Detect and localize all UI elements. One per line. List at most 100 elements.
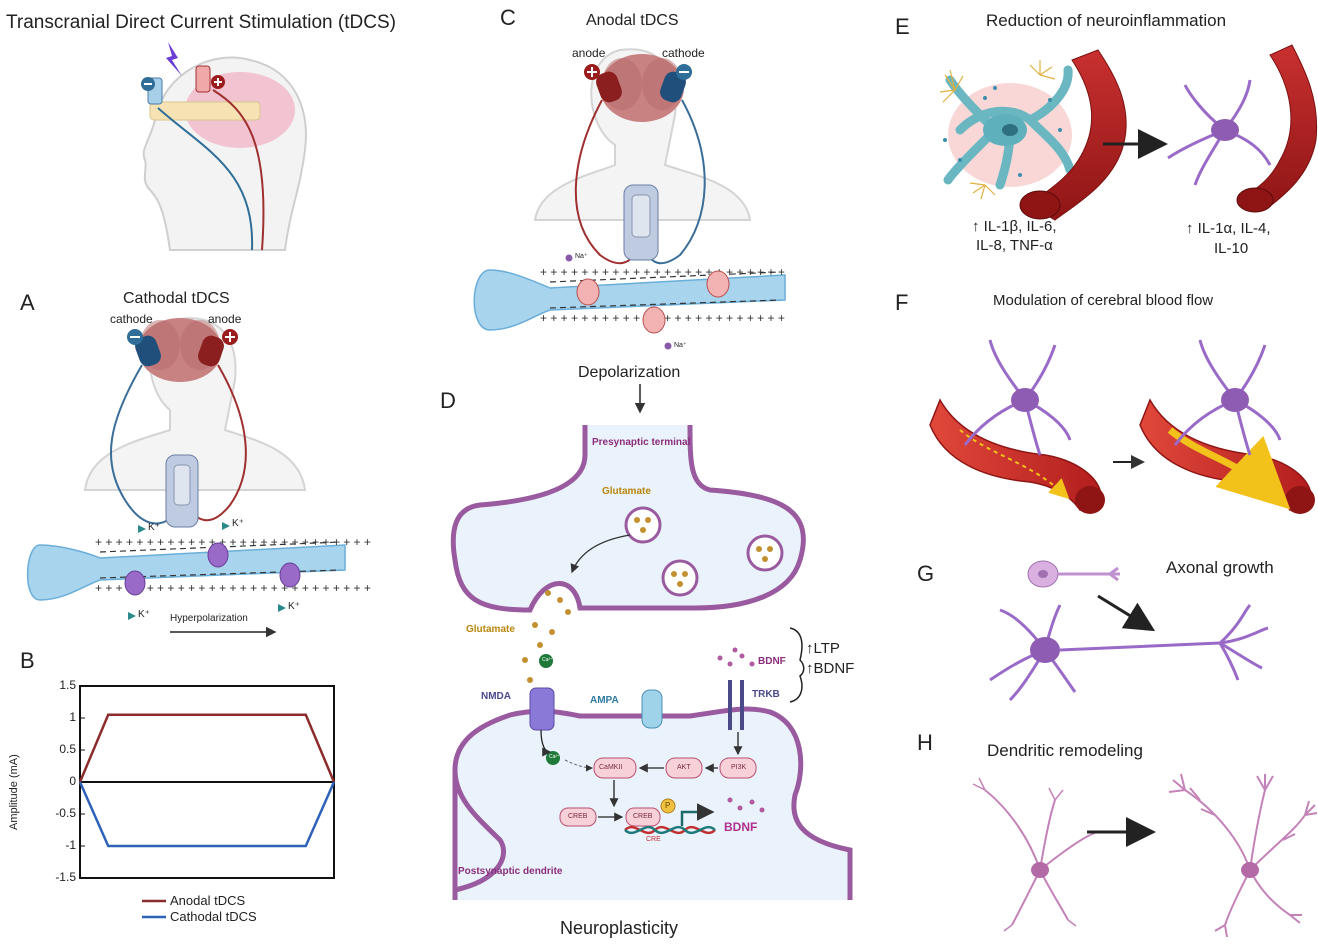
na-channel-3 (642, 306, 666, 334)
panel-c-process-label: Depolarization (578, 364, 681, 381)
dendrites-before (984, 789, 1091, 926)
panel-e-left-line1: ↑ IL-1β, IL-6, (972, 218, 1057, 235)
panel-a-ion-label-2: K⁺ (232, 518, 244, 529)
panel-c-art: + + + + + + + + + + + + + + + + + + + + … (473, 48, 786, 414)
neuron-h2 (1241, 862, 1259, 878)
trkb-receptor (728, 680, 744, 730)
panel-d-art (450, 424, 853, 900)
k-channel-1 (124, 570, 146, 596)
bdnf-ligand-label: BDNF (758, 656, 786, 667)
y-tick-label: 1 (69, 710, 76, 724)
na-channel-1 (576, 278, 600, 306)
panel-h-art (972, 773, 1318, 938)
svg-text:+ + + + + + + + + + + + + + +: + + + + + + + + + + + + + + + + + + + + … (95, 535, 371, 549)
panel-a-process-label: Hyperpolarization (170, 613, 248, 624)
panel-letter-a: A (20, 290, 35, 315)
activated-microglia (943, 65, 1075, 190)
dna-strand-2 (624, 825, 716, 835)
creb-box (559, 807, 597, 827)
panel-c-ion-label-2: Na⁺ (674, 342, 687, 349)
ampa-receptor (641, 689, 663, 729)
cathode-pad-c (660, 71, 686, 103)
neuron-h1 (1031, 862, 1049, 878)
y-tick-label: 0.5 (59, 742, 76, 756)
panel-letter-h: H (917, 730, 933, 755)
glutamate-top-label: Glutamate (602, 486, 651, 497)
legend-label-cathodal: Cathodal tDCS (170, 909, 257, 924)
calcium-ion-1 (539, 654, 553, 668)
panel-a-anode-label: anode (208, 312, 242, 326)
nmda-receptor (529, 687, 555, 731)
ca-label-2: Ca²⁺ (549, 754, 560, 760)
bdnf-increase-label: ↑BDNF (806, 660, 855, 677)
creb-bound-box (625, 807, 661, 827)
presynaptic-label: Presynaptic terminal (592, 437, 691, 448)
astrocyte-icon (939, 60, 1056, 200)
vesicle-2 (661, 559, 699, 597)
creb-bound-label: CREB (633, 813, 653, 820)
anode-pad-a (198, 335, 224, 367)
panel-e-right-line2: IL-10 (1214, 240, 1249, 257)
panel-e-right-line1: ↑ IL-1α, IL-4, (1186, 220, 1271, 237)
cre-label: CRE (646, 836, 661, 843)
glutamate-left-label: Glutamate (466, 624, 515, 635)
pi3k-box (719, 757, 757, 779)
cathode-pad-a (135, 335, 161, 367)
camkii-box (593, 757, 637, 779)
panel-a-cathode-label: cathode (110, 312, 153, 326)
blood-vessel-e2 (1244, 44, 1318, 211)
resting-microglia (1167, 79, 1272, 186)
panel-letter-e: E (895, 14, 910, 39)
k-channel-2 (207, 542, 229, 568)
panel-f-art (929, 339, 1315, 514)
neuron-g-dendrites (989, 604, 1077, 702)
y-tick-label: 1.5 (59, 678, 76, 692)
panel-c-cathode-label: cathode (662, 46, 705, 60)
figure-top-title: Transcranial Direct Current Stimulation … (6, 12, 396, 33)
panel-f-title: Modulation of cerebral blood flow (993, 292, 1214, 309)
head-illustration-top (141, 42, 307, 251)
panel-g-title: Axonal growth (1166, 558, 1274, 577)
panel-a-ion-label-1: K⁺ (148, 522, 160, 533)
neuron-f2 (1173, 339, 1282, 456)
anode-electrode-top (195, 65, 211, 93)
bdnf-output-label: BDNF (724, 820, 758, 834)
extended-axon (1059, 603, 1269, 681)
panel-c-title: Anodal tDCS (586, 12, 679, 29)
panel-letter-c: C (500, 5, 516, 30)
panel-c-anode-label: anode (572, 46, 606, 60)
panel-letter-f: F (895, 290, 909, 315)
creb-label: CREB (568, 813, 588, 820)
panel-letter-b: B (20, 648, 35, 673)
panel-a-title: Cathodal tDCS (123, 290, 230, 307)
panel-b-chart (78, 685, 336, 919)
panel-e-left-line2: IL-8, TNF-α (976, 237, 1053, 254)
legend-label-anodal: Anodal tDCS (170, 893, 246, 908)
y-tick-label: -1.5 (55, 870, 76, 884)
panel-e-art (939, 44, 1318, 221)
vessel-f2 (1139, 398, 1311, 512)
arrow-g (1097, 594, 1156, 632)
trkb-label: TRKB (752, 689, 780, 700)
vesicle-3 (746, 534, 784, 572)
anode-pad-c (596, 71, 622, 103)
blood-vessel-e1 (1029, 49, 1127, 221)
phosphate-label: P (665, 801, 671, 810)
vessel-f1 (929, 398, 1101, 512)
panel-g-art (989, 560, 1269, 702)
y-tick-label: -1 (65, 838, 76, 852)
panel-h-title: Dendritic remodeling (987, 741, 1143, 760)
brace (789, 627, 805, 703)
neuron-g (1030, 637, 1060, 663)
ca-label-1: Ca²⁺ (542, 657, 553, 663)
nmda-label: NMDA (481, 691, 511, 702)
dendrites-after (1168, 773, 1318, 938)
flow-arrow-slow (959, 429, 1070, 500)
k-channel-3 (279, 562, 301, 588)
vesicle-1 (624, 506, 662, 544)
panel-a-ion-label-3: K⁺ (288, 601, 300, 612)
svg-text:+ + + + + + + + + + + + + + +: + + + + + + + + + + + + + + + + + + + + … (540, 265, 785, 279)
phosphate-icon (660, 798, 676, 814)
lightning-icon (166, 42, 182, 76)
